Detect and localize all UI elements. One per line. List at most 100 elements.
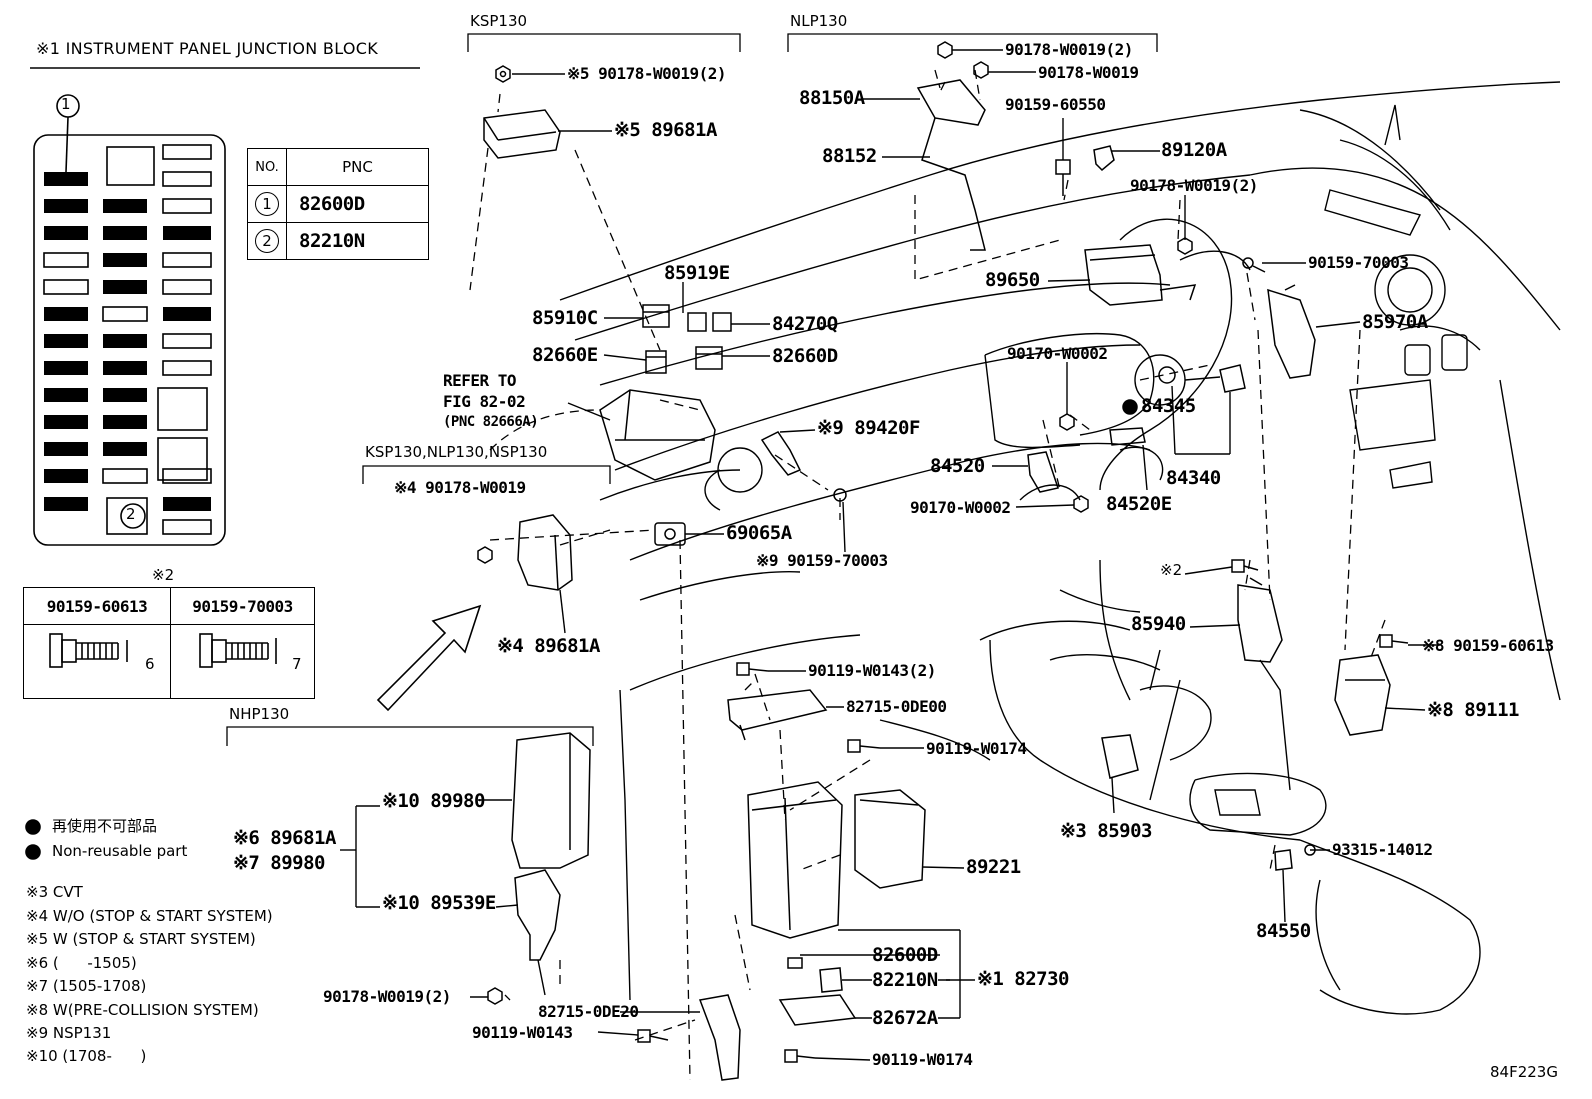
variant-nhp130: NHP130: [229, 705, 290, 723]
part-label: 69065A: [726, 522, 792, 544]
bolt-table-part: 90159-60613: [23, 587, 171, 625]
part-label: ※7 89980: [233, 852, 326, 874]
bolt-dim: 7: [292, 655, 302, 673]
pnc-row-no: 1: [247, 185, 287, 223]
part-label: 84550: [1256, 920, 1311, 942]
callout-circle-2: [120, 503, 146, 529]
junction-block-outline: [33, 134, 226, 546]
part-label: 85919E: [664, 262, 730, 284]
clip-icon: [1093, 145, 1115, 172]
relay-icon: [712, 312, 732, 332]
part-label: 82672A: [872, 1007, 938, 1029]
jb-callout-2: 2: [126, 505, 136, 523]
ecu-icon: [854, 789, 926, 889]
part-label: 90178-W0019: [1038, 63, 1139, 82]
part-label: ※8 89111: [1427, 699, 1520, 721]
part-label: 84270Q: [772, 313, 838, 335]
sheet-code: 84F223G: [1490, 1063, 1558, 1081]
bolt-icon: [1055, 159, 1071, 196]
junction-block-fuses: [43, 144, 212, 535]
nut-icon: [1059, 413, 1075, 431]
fuse-icon: [819, 967, 843, 993]
nut-icon: [937, 41, 953, 59]
nut-icon: [1073, 495, 1089, 513]
legend-en: Non-reusable part: [52, 842, 188, 860]
leader-lines: [340, 49, 1440, 1061]
bullet-icon: [25, 819, 41, 835]
relay-icon: [645, 350, 667, 374]
part-label: 84345: [1141, 395, 1196, 417]
bolt-icon: [784, 1049, 816, 1063]
bolt-table-cell: [23, 624, 171, 699]
bolt-dim: 6: [145, 655, 155, 673]
part-label: 90119-W0174: [926, 739, 1027, 758]
pnc-row-no: 2: [247, 222, 287, 260]
variant-multi: KSP130,NLP130,NSP130: [365, 443, 548, 461]
part-label: 90170-W0002: [1007, 344, 1108, 363]
part-label: 84340: [1166, 467, 1221, 489]
sensor-icon: [1237, 577, 1283, 663]
bolt-icon: [637, 1029, 669, 1043]
part-label: ※1 82730: [977, 968, 1070, 990]
part-label: 88152: [822, 145, 877, 167]
bracket-multi: [362, 465, 611, 484]
bolt-icon: [1231, 559, 1259, 573]
part-label: ※4 89681A: [497, 635, 600, 657]
part-label: ※3 85903: [1060, 820, 1153, 842]
refer-line-1: REFER TO: [443, 371, 517, 390]
part-label: 89120A: [1161, 139, 1227, 161]
part-label: 85910C: [532, 307, 598, 329]
jb-callout-1: 1: [61, 95, 71, 113]
dashboard-outline: [559, 81, 1561, 1015]
legend-note: ※5 W (STOP & START SYSTEM): [26, 930, 256, 948]
non-reusable-bullet-icon: [1122, 399, 1138, 415]
cover-icon: [778, 994, 857, 1026]
bolt-table-mark: ※2: [152, 566, 175, 584]
part-label: ※10 89980: [382, 790, 485, 812]
pnc-table-header-no: NO.: [247, 148, 287, 186]
pnc-row-no-circle: 1: [255, 192, 279, 216]
switch-icon: [1109, 427, 1146, 446]
part-label: 85970A: [1362, 311, 1428, 333]
relay-icon: [642, 304, 670, 328]
bolt-table-part: 90159-70003: [170, 587, 315, 625]
sensor-icon: [1267, 284, 1316, 379]
pnc-row-value: 82210N: [286, 222, 429, 260]
bracket-nhp130: [226, 726, 594, 746]
part-label: ※6 89681A: [233, 827, 336, 849]
pnc-row-no-circle: 2: [255, 229, 279, 253]
relay-icon: [695, 346, 723, 370]
refer-line-3: (PNC 82666A): [443, 414, 539, 430]
bolt-table: 90159-60613 90159-70003: [23, 587, 315, 699]
part-label: ※8 90159-60613: [1422, 636, 1554, 655]
legend-note: ※7 (1505-1708): [26, 977, 147, 995]
nut-icon: [495, 65, 511, 83]
part-label: 85940: [1131, 613, 1186, 635]
part-label: 82600D: [872, 944, 938, 966]
part-label: 89221: [966, 856, 1021, 878]
part-label: ※9 90159-70003: [756, 551, 888, 570]
module-icon: [1084, 244, 1197, 306]
pnc-row-value: 82600D: [286, 185, 429, 223]
bolt-icon: [1379, 634, 1409, 648]
part-label: 84520: [930, 455, 985, 477]
bracket-icon: [760, 431, 802, 476]
part-label: 93315-14012: [1332, 840, 1433, 859]
part-label: ※5 90178-W0019(2): [567, 64, 727, 83]
bullet-icon: [25, 844, 41, 860]
legend-note: ※4 W/O (STOP & START SYSTEM): [26, 907, 273, 925]
sensor-icon: [1184, 364, 1246, 393]
part-label: ※4 90178-W0019: [394, 478, 526, 497]
part-label: 82715-0DE00: [846, 697, 947, 716]
part-label: 90170-W0002: [910, 498, 1011, 517]
bracket-icon: [727, 689, 828, 741]
part-label: 90119-W0143: [472, 1023, 573, 1042]
part-label: 90119-W0143(2): [808, 661, 936, 680]
junction-box-icon: [599, 389, 716, 481]
legend-note: ※6 ( -1505): [26, 954, 137, 972]
grommet-icon: [1158, 366, 1176, 384]
horn-icon: [1027, 451, 1059, 493]
variant-nlp130: NLP130: [790, 12, 848, 30]
legend-note: ※8 W(PRE-COLLISION SYSTEM): [26, 1001, 259, 1019]
